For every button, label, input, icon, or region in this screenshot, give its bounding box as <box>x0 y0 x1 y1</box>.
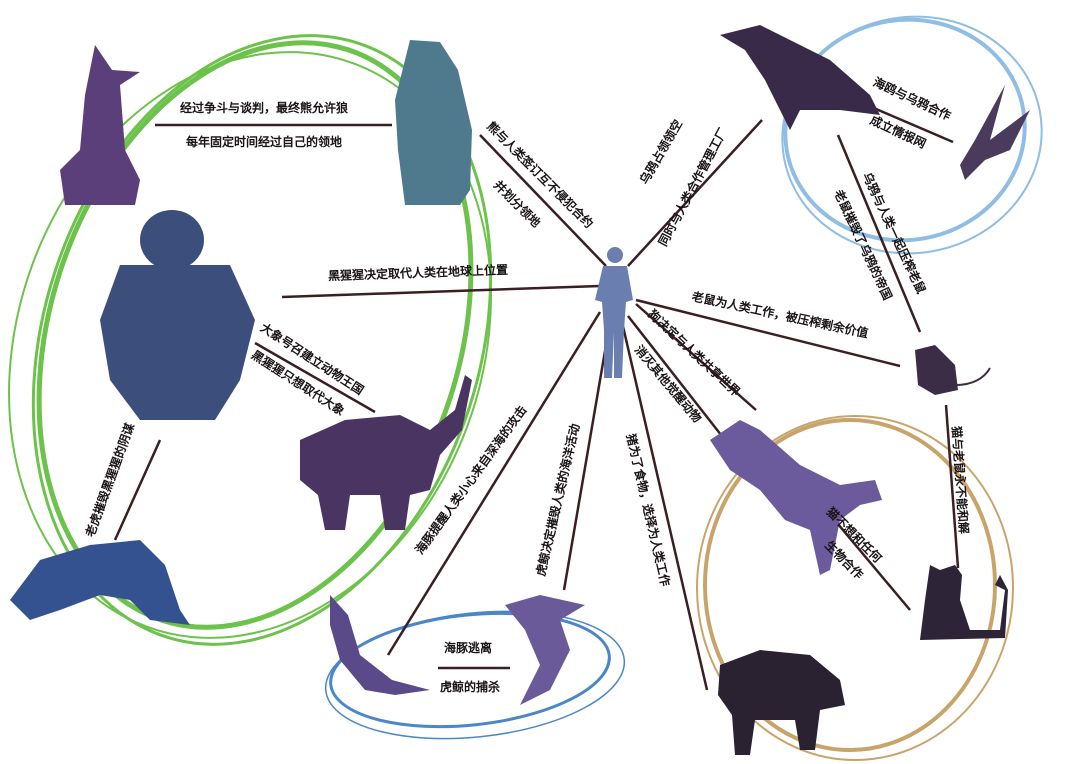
rat <box>915 345 991 395</box>
line-rat-human <box>635 298 901 368</box>
human-figure <box>595 247 633 378</box>
line-pig-human <box>620 321 709 691</box>
crow <box>720 25 880 130</box>
orca <box>505 595 585 705</box>
ring-blue-crow-seagull <box>781 15 1043 255</box>
label-dolphin-orca-1: 海豚逃离 <box>444 641 493 655</box>
tiger <box>10 540 190 625</box>
dog <box>710 420 882 575</box>
line-crow-rat <box>836 134 922 333</box>
wolf <box>60 45 140 205</box>
label-wolf-bear-2: 每年固定时间经过自己的领地 <box>186 135 343 149</box>
label-wolf-bear-1: 经过争斗与谈判，最终熊允许狼 <box>180 101 349 115</box>
label-dolphin-orca-2: 虎鲸的捕杀 <box>440 680 501 694</box>
line-dog-human-2 <box>627 315 726 441</box>
cat <box>920 565 1008 640</box>
pig <box>718 650 845 755</box>
seagull <box>960 85 1030 180</box>
line-bear-human <box>479 134 607 267</box>
bear <box>395 40 472 205</box>
dolphin <box>330 595 430 695</box>
chimpanzee <box>100 210 255 420</box>
ring-blue-dolphin-orca <box>324 610 626 740</box>
line-dolphin-human <box>386 311 602 656</box>
line-chimp-human <box>281 284 601 299</box>
line-tiger-chimp <box>113 439 162 541</box>
line-cat-rat <box>944 404 960 569</box>
line-dog-human <box>635 303 757 411</box>
elephant <box>300 375 472 530</box>
line-elephant-chimp <box>254 341 376 414</box>
line-crow-human <box>627 119 763 267</box>
connection-lines <box>113 101 960 691</box>
line-orca-human <box>562 321 612 591</box>
